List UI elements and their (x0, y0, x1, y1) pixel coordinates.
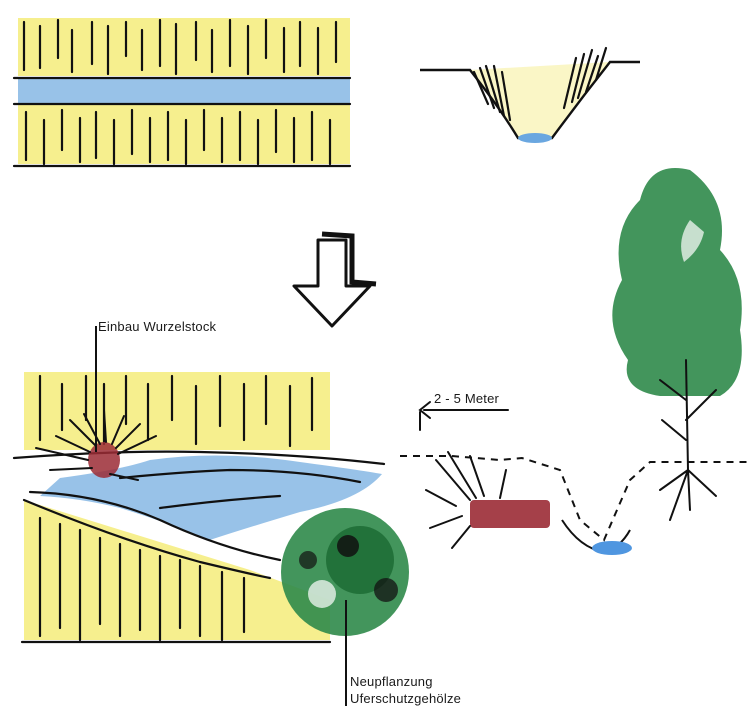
root-stock-section (426, 452, 550, 548)
plan-view-after (14, 372, 409, 642)
cross-section-before (420, 48, 640, 143)
label-planting-line2: Uferschutzgehölze (350, 690, 461, 707)
label-root-stock: Einbau Wurzelstock (98, 319, 216, 334)
plan-view-before (14, 18, 350, 166)
transformation-arrow (294, 234, 376, 326)
label-width-range: 2 - 5 Meter (434, 391, 499, 406)
tree-section (612, 168, 741, 520)
label-new-planting: Neupflanzung Uferschutzgehölze (350, 673, 461, 707)
label-planting-line1: Neupflanzung (350, 673, 461, 690)
cross-section-after (400, 168, 747, 555)
